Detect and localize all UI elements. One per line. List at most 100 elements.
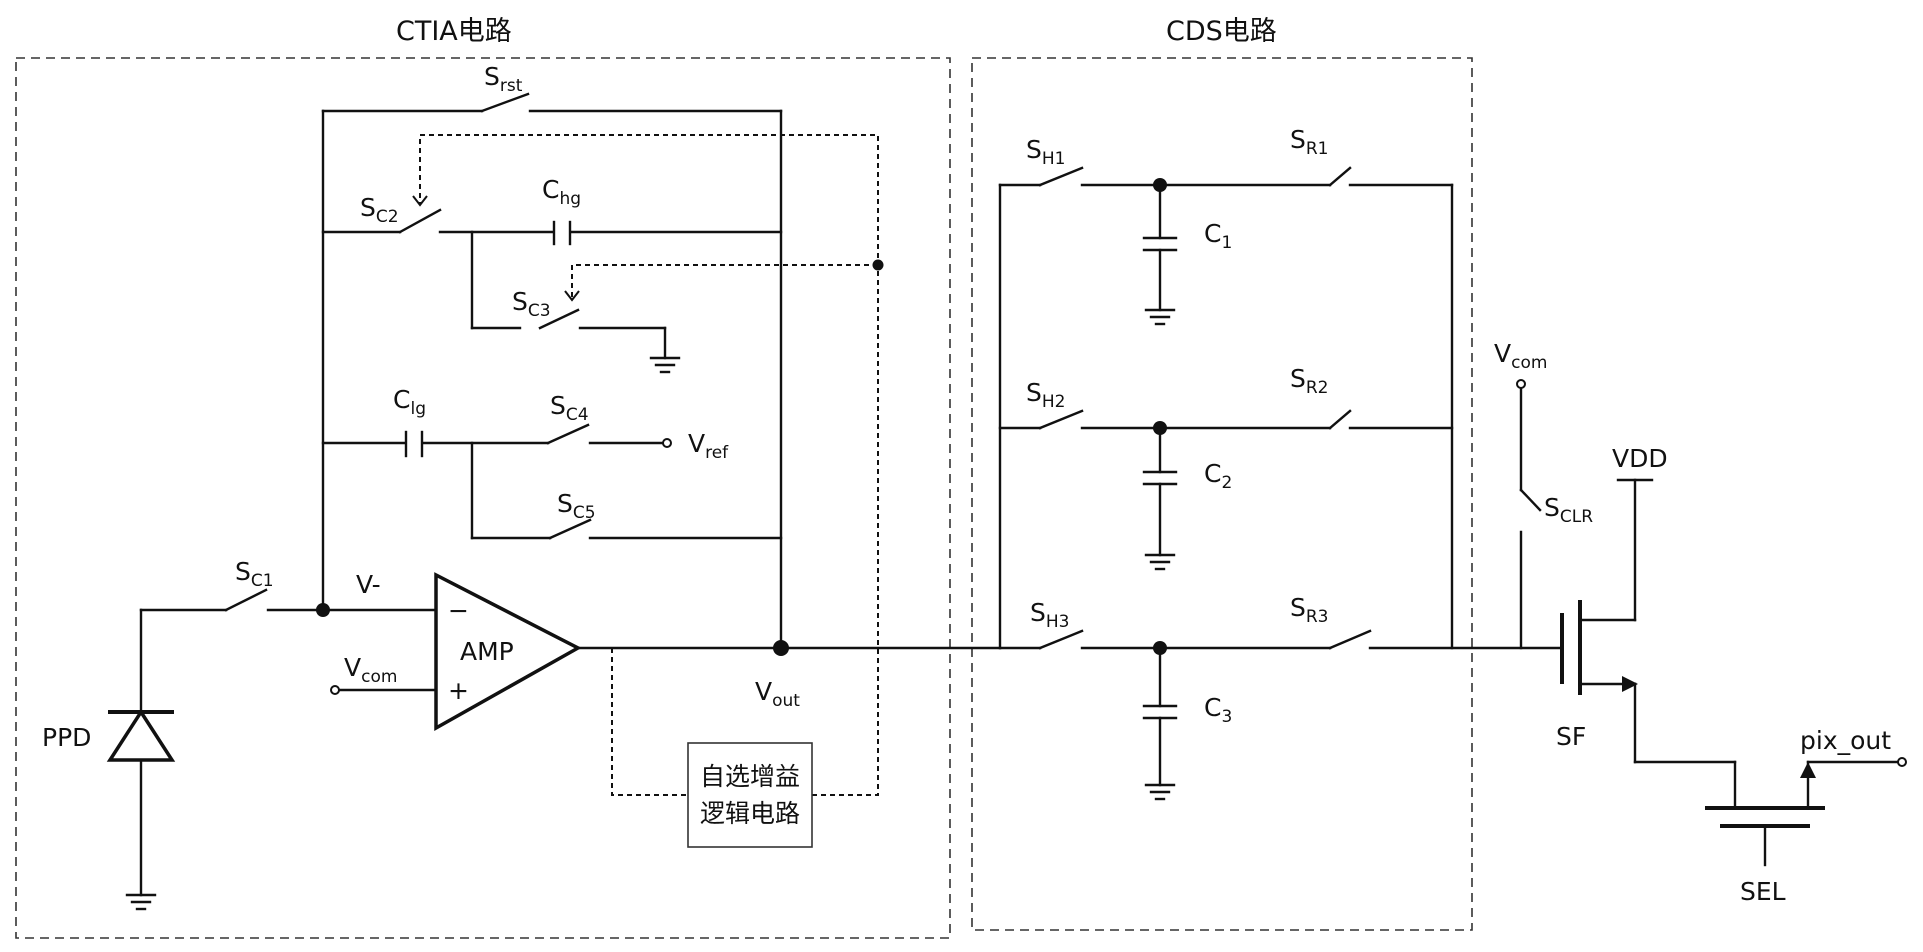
label-vcom-clr: Vcom: [1494, 339, 1547, 373]
switch-sh3-blade: [1038, 629, 1084, 650]
label-srst: Srst: [484, 62, 523, 96]
gain-logic-line2: 逻辑电路: [700, 799, 800, 828]
amp-label: AMP: [460, 637, 514, 666]
label-v-minus: V-: [356, 570, 381, 599]
svg-text:Srst: Srst: [484, 62, 523, 96]
svg-text:Vout: Vout: [755, 677, 800, 711]
label-sc3: SC3: [512, 287, 551, 321]
output-stage-wiring: [1519, 386, 1900, 867]
svg-text:C2: C2: [1204, 459, 1232, 493]
label-sc4: SC4: [550, 391, 589, 425]
switch-sh1-blade: [1038, 166, 1084, 187]
svg-text:Vcom: Vcom: [344, 653, 397, 687]
label-sc2: SC2: [360, 193, 399, 227]
vref-terminal: [662, 438, 672, 448]
svg-text:Vref: Vref: [688, 429, 729, 463]
vcom-terminal-clr: [1516, 379, 1526, 389]
gain-logic-control-lines: [412, 134, 879, 796]
capacitor-clg: [404, 430, 424, 458]
ctia-block-title: CTIA电路: [396, 16, 512, 47]
label-clg: Clg: [393, 385, 426, 419]
label-sc1: SC1: [235, 557, 274, 591]
label-sel: SEL: [1740, 877, 1786, 906]
switch-sc4-blade: [546, 423, 590, 445]
svg-text:SC4: SC4: [550, 391, 589, 425]
switch-sc2-blade: [398, 208, 442, 234]
capacitor-c1: [1142, 236, 1178, 252]
label-c2: C2: [1204, 459, 1232, 493]
capacitor-c3: [1142, 704, 1178, 720]
svg-text:Chg: Chg: [542, 175, 581, 209]
svg-text:SC1: SC1: [235, 557, 274, 591]
label-vcom-amp: Vcom: [344, 653, 397, 687]
label-ppd: PPD: [42, 723, 91, 752]
label-vref: Vref: [688, 429, 729, 463]
svg-text:SH2: SH2: [1026, 378, 1065, 412]
gain-logic-block: [687, 742, 813, 848]
svg-text:Vcom: Vcom: [1494, 339, 1547, 373]
label-sr2: SR2: [1290, 364, 1329, 398]
ctia-switches: [224, 92, 592, 612]
svg-text:SR3: SR3: [1290, 593, 1329, 627]
ground-symbol-c3: [1144, 783, 1176, 801]
junction-vout-node: [773, 640, 789, 656]
svg-text:C3: C3: [1204, 693, 1232, 727]
sel-source-arrow: [1800, 762, 1816, 778]
label-c3: C3: [1204, 693, 1232, 727]
label-sh2: SH2: [1026, 378, 1065, 412]
label-sh3: SH3: [1030, 598, 1069, 632]
junction-c2: [1153, 421, 1167, 435]
svg-text:SH1: SH1: [1026, 135, 1065, 169]
svg-text:SC5: SC5: [557, 489, 596, 523]
ctia-block-outline: [15, 57, 951, 939]
switch-sr2-blade: [1328, 409, 1352, 430]
label-chg: Chg: [542, 175, 581, 209]
cds-switches: [1038, 166, 1372, 650]
ground-symbol-ppd: [125, 893, 157, 911]
svg-text:C1: C1: [1204, 219, 1232, 253]
sf-source-arrow: [1622, 676, 1638, 692]
label-vdd: VDD: [1612, 444, 1668, 473]
svg-text:SCLR: SCLR: [1544, 493, 1593, 527]
ground-symbol-c2: [1144, 553, 1176, 571]
label-sh1: SH1: [1026, 135, 1065, 169]
label-sr3: SR3: [1290, 593, 1329, 627]
capacitor-c2: [1142, 470, 1178, 486]
label-sclr: SCLR: [1544, 493, 1593, 527]
junction-c1: [1153, 178, 1167, 192]
switch-sc3-blade: [538, 308, 580, 330]
label-c1: C1: [1204, 219, 1232, 253]
label-pix-out: pix_out: [1800, 726, 1891, 755]
switch-sr1-blade: [1328, 166, 1352, 187]
label-sc5: SC5: [557, 489, 596, 523]
ppd-diode-symbol: [106, 708, 176, 762]
switch-srst-blade: [480, 92, 530, 113]
capacitor-chg: [552, 220, 572, 246]
svg-text:SR2: SR2: [1290, 364, 1329, 398]
svg-text:SR1: SR1: [1290, 125, 1329, 159]
pix-out-terminal: [1897, 757, 1907, 767]
ground-symbol-sc3: [649, 356, 681, 374]
cds-block-title: CDS电路: [1166, 16, 1277, 47]
cds-wiring: [998, 183, 1562, 787]
junction-c3: [1153, 641, 1167, 655]
switch-sr3-blade: [1328, 629, 1372, 650]
svg-text:SH3: SH3: [1030, 598, 1069, 632]
svg-text:SC2: SC2: [360, 193, 399, 227]
amp-symbol: [434, 572, 582, 731]
junction-inverting-node: [316, 603, 330, 617]
label-vout: Vout: [755, 677, 800, 711]
svg-text:Clg: Clg: [393, 385, 426, 419]
ground-symbol-c1: [1144, 308, 1176, 326]
label-sf: SF: [1556, 722, 1586, 751]
vcom-terminal-amp: [330, 685, 340, 695]
gain-logic-line1: 自选增益: [700, 762, 800, 791]
switch-sc5-blade: [548, 518, 592, 540]
amp-plus-sign: +: [448, 676, 469, 705]
svg-text:SC3: SC3: [512, 287, 551, 321]
switch-sh2-blade: [1038, 409, 1084, 430]
label-sr1: SR1: [1290, 125, 1329, 159]
amp-minus-sign: −: [448, 596, 469, 625]
cds-block-outline: [971, 57, 1473, 931]
